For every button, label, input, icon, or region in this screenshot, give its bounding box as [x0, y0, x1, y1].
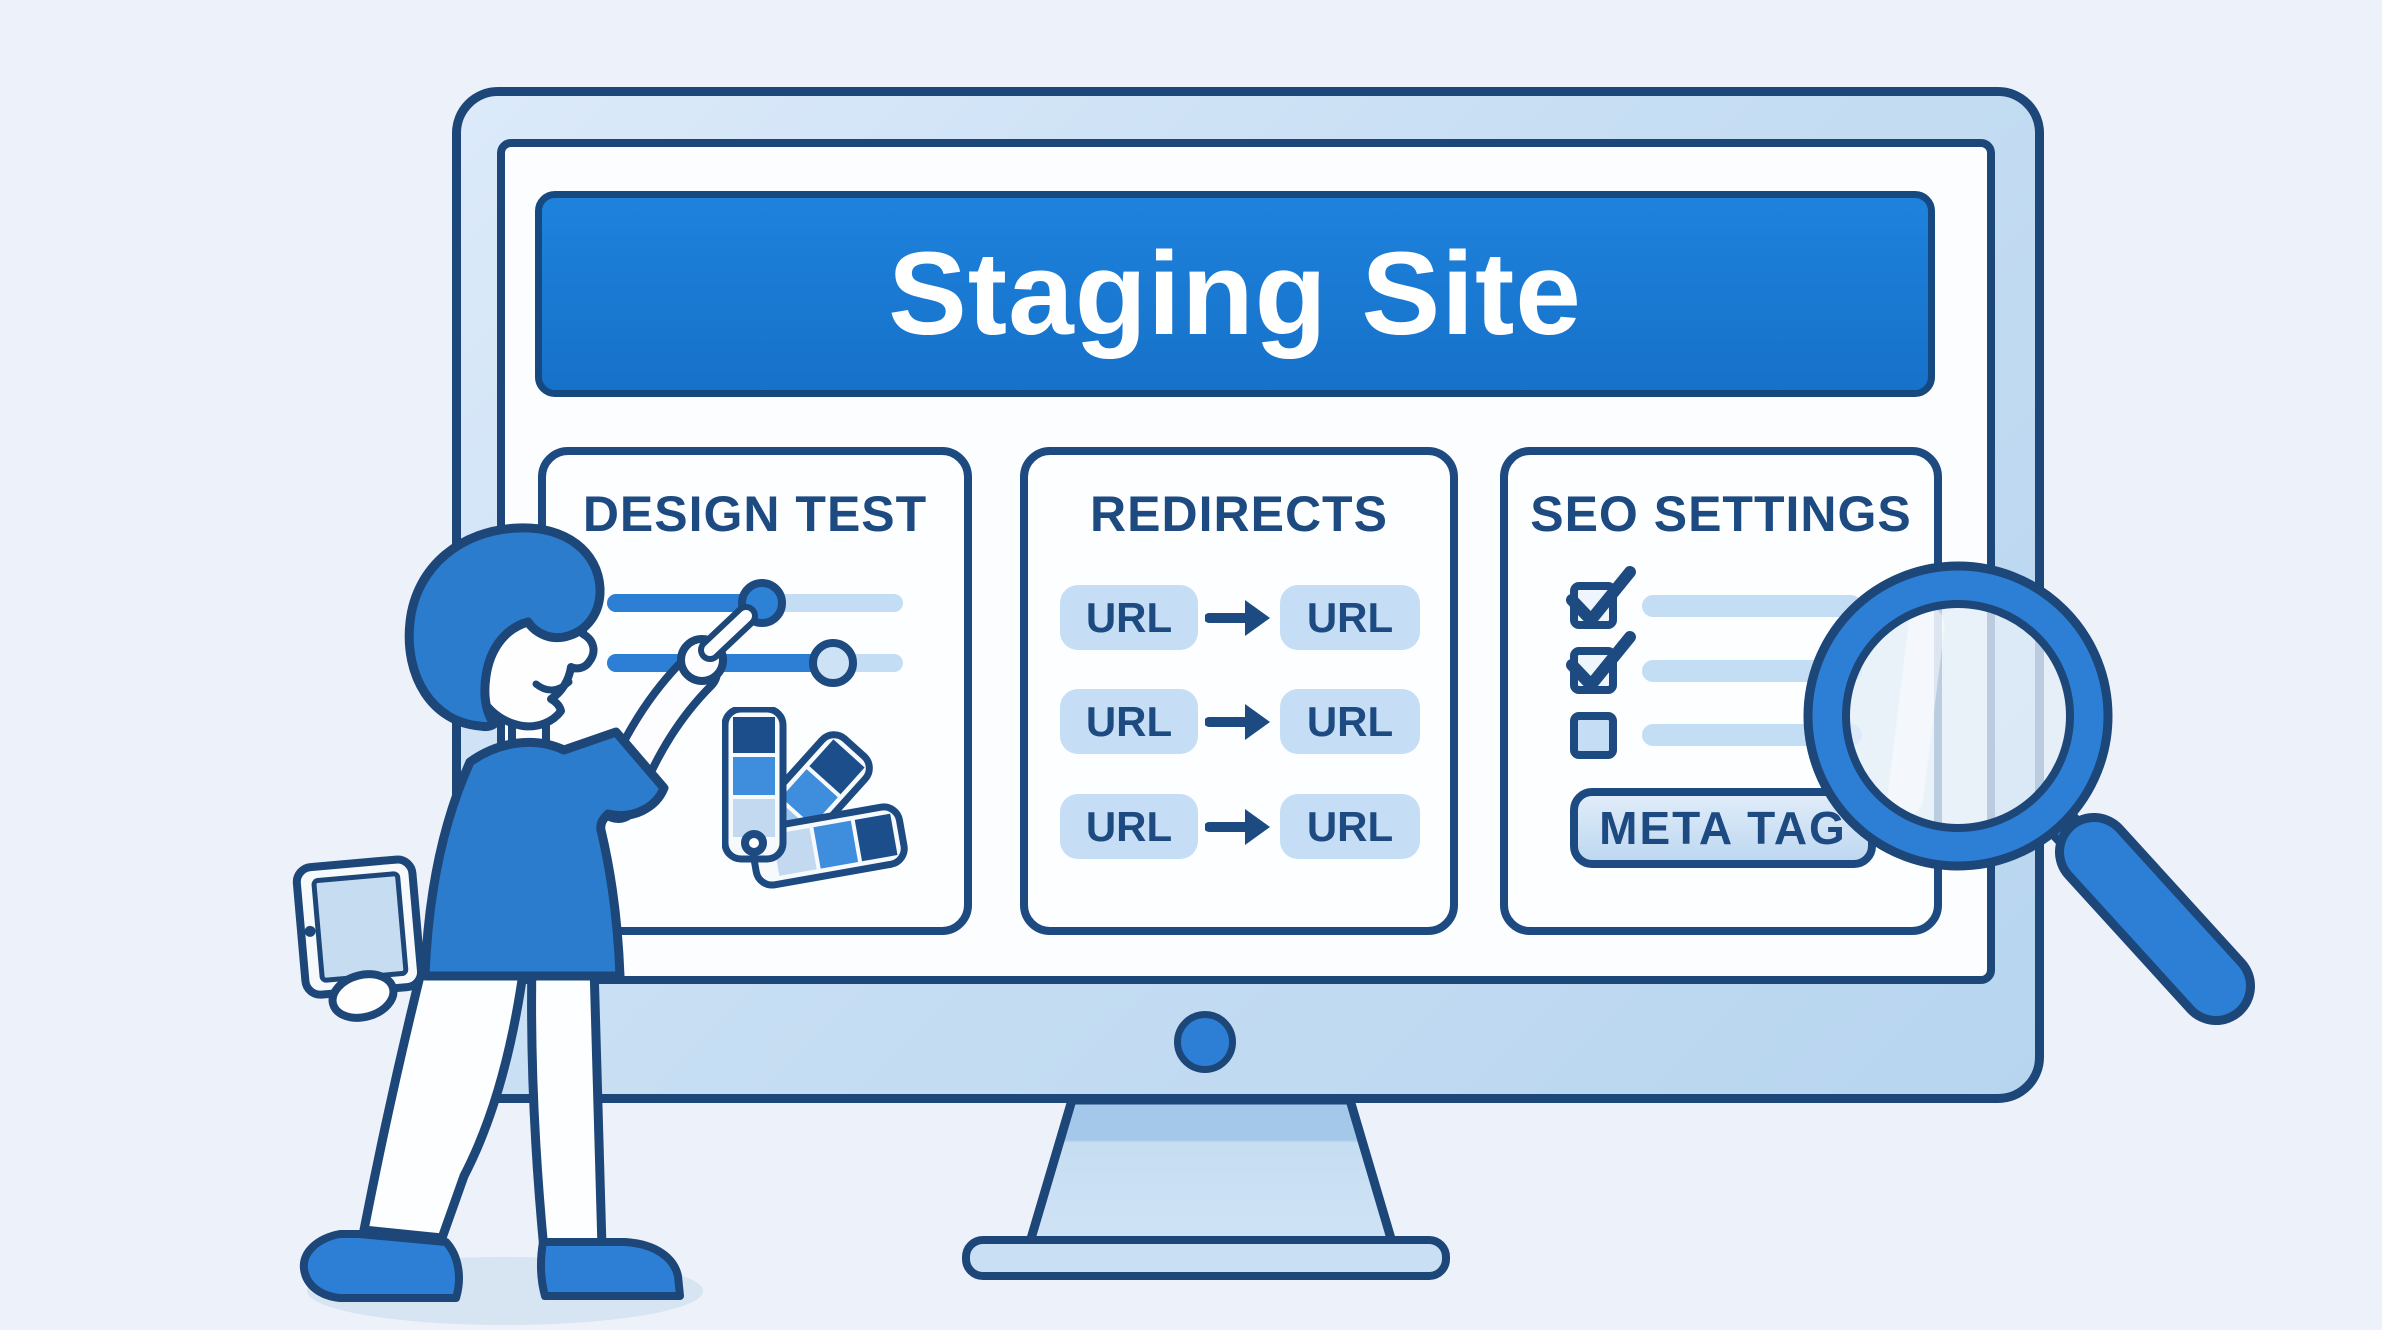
arrow-right-icon: [1205, 809, 1270, 845]
person-holding-hand: [328, 970, 398, 1022]
seo-checkbox-1-checked[interactable]: [1570, 582, 1617, 629]
slider-knob-2[interactable]: [809, 639, 857, 687]
seo-item-line: [1642, 660, 1862, 682]
panel-seo-settings: SEO SETTINGS META TAG: [1500, 447, 1942, 935]
person-front-shoe: [299, 1230, 463, 1302]
url-pill-to[interactable]: URL: [1280, 689, 1420, 754]
seo-item-line: [1642, 724, 1862, 746]
slider-track-2[interactable]: [607, 654, 903, 672]
slider-knob-1[interactable]: [738, 579, 786, 627]
slider-fill-2: [607, 654, 843, 672]
seo-checkbox-2-checked[interactable]: [1570, 647, 1617, 694]
redirects-title: REDIRECTS: [1090, 486, 1388, 542]
panel-design-test: DESIGN TEST: [538, 447, 972, 935]
stand-neck: [1023, 1095, 1399, 1247]
magnifier-handle: [2064, 822, 2246, 1016]
design-test-title: DESIGN TEST: [582, 486, 928, 542]
url-pill-to[interactable]: URL: [1280, 794, 1420, 859]
redirect-row: URL URL: [1028, 585, 1450, 650]
url-pill-to[interactable]: URL: [1280, 585, 1420, 650]
title-banner: Staging Site: [535, 191, 1935, 397]
url-pill-from[interactable]: URL: [1060, 585, 1198, 650]
seo-item-line: [1642, 595, 1862, 617]
floor-shadow: [307, 1257, 703, 1325]
meta-tag-button[interactable]: META TAG: [1570, 788, 1876, 868]
magnifier-handle-outline: [2055, 813, 2255, 1025]
url-pill-from[interactable]: URL: [1060, 794, 1198, 859]
tablet-icon: [292, 855, 426, 999]
arrow-right-icon: [1205, 704, 1270, 740]
seo-checkbox-3-unchecked[interactable]: [1570, 712, 1617, 759]
banner-title: Staging Site: [888, 228, 1582, 360]
url-pill-from[interactable]: URL: [1060, 689, 1198, 754]
stand-base: [962, 1236, 1450, 1280]
person-back-shoe: [536, 1238, 684, 1300]
panel-redirects: REDIRECTS URL URL URL URL URL URL: [1020, 447, 1458, 935]
monitor-power-dot: [1174, 1011, 1236, 1073]
redirect-row: URL URL: [1028, 794, 1450, 859]
redirect-row: URL URL: [1028, 689, 1450, 754]
arrow-right-icon: [1205, 600, 1270, 636]
seo-settings-title: SEO SETTINGS: [1530, 486, 1912, 542]
color-swatch-fan-icon: [722, 707, 908, 889]
